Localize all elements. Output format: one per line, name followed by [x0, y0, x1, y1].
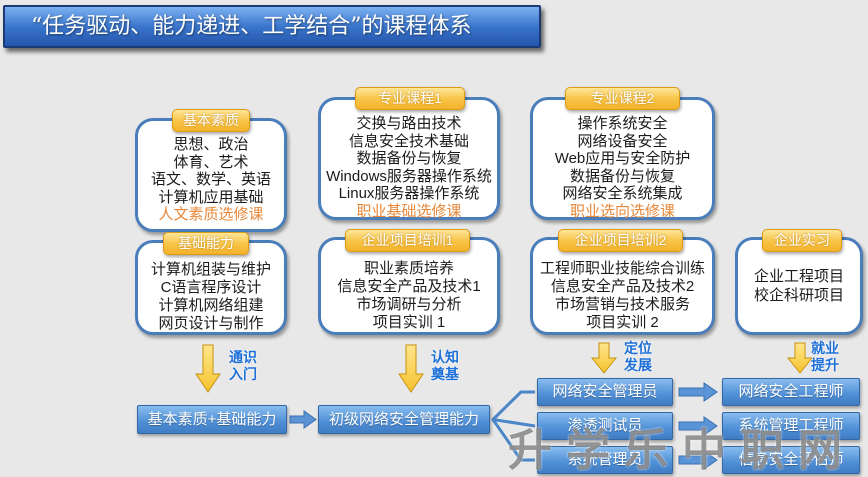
course-item: 校企科研项目 [753, 287, 844, 304]
course-list: 计算机组装与维护 C语言程序设计 计算机网络组建 网页设计与制作 [138, 261, 284, 333]
flow-box-junior: 初级网络安全管理能力 [318, 405, 490, 434]
flow-box-role: 渗透测试员 [537, 412, 673, 440]
course-item: 思想、政治 [173, 136, 249, 153]
down-arrow-icon [195, 344, 221, 393]
course-item: 网页设计与制作 [158, 315, 264, 332]
course-item: 体育、艺术 [173, 153, 249, 171]
course-list: 职业素质培养 信息安全产品及技术1 市场调研与分析 项目实训 1 [321, 260, 497, 332]
elective-course: 职业基础选修课 [356, 202, 462, 220]
stage-label-line: 定位 [624, 340, 652, 356]
course-item: 计算机组装与维护 [150, 261, 271, 278]
flow-box-advanced-role: 信息安全评估师 [722, 446, 860, 474]
course-item: 信息安全产品及技术1 [337, 278, 481, 295]
course-list: 企业工程项目 校企科研项目 [738, 267, 860, 305]
watermark: 升学乐中职网 [508, 426, 856, 475]
module-tag-basic-ability: 基础能力 [163, 232, 249, 255]
flow-box-advanced-role: 网络安全工程师 [722, 378, 860, 406]
stage-label-line: 发展 [624, 357, 652, 373]
down-arrow-icon [590, 342, 618, 374]
course-item: 网络设备安全 [577, 132, 668, 150]
flow-box-role: 网络安全管理员 [537, 378, 673, 406]
course-item: 职业素质培养 [363, 260, 454, 277]
course-item: 市场调研与分析 [356, 296, 462, 313]
course-item: 企业工程项目 [753, 268, 844, 285]
course-list: 工程师职业技能综合训练 信息安全产品及技术2 市场营销与技术服务 项目实训 2 [533, 260, 712, 332]
stage-label-line: 提升 [811, 357, 839, 373]
course-item: 项目实训 1 [372, 314, 446, 331]
module-card-major-course-2: 操作系统安全 网络设备安全 Web应用与安全防护 数据备份与恢复 网络安全系统集… [530, 97, 715, 220]
module-card-basic-ability: 计算机组装与维护 C语言程序设计 计算机网络组建 网页设计与制作 [135, 240, 287, 335]
module-tag-major-course-1: 专业课程1 [355, 87, 465, 110]
module-tag-basic-quality: 基本素质 [172, 109, 250, 132]
course-item: 项目实训 2 [586, 314, 659, 331]
course-list: 交换与路由技术 信息安全技术基础 数据备份与恢复 Windows服务器操作系统 … [321, 115, 497, 220]
module-card-internship: 企业工程项目 校企科研项目 [735, 237, 863, 335]
module-card-basic-quality: 思想、政治 体育、艺术 语文、数学、英语 计算机应用基础 人文素质选修课 [135, 118, 287, 232]
course-item: Windows服务器操作系统 [326, 167, 492, 185]
module-tag-enterprise-training-2: 企业项目培训2 [558, 229, 683, 252]
stage-label-positioning: 定位 发展 [621, 340, 655, 374]
course-item: 网络安全系统集成 [562, 185, 683, 202]
course-item: 工程师职业技能综合训练 [539, 260, 705, 277]
page-title: “任务驱动、能力递进、工学结合”的课程体系 [3, 5, 541, 48]
flow-box-role: 系统管理员 [537, 446, 673, 474]
flow-box-advanced-role: 系统管理工程师 [722, 412, 860, 440]
course-item: C语言程序设计 [160, 279, 262, 296]
course-item: 操作系统安全 [577, 115, 668, 132]
module-tag-internship: 企业实习 [762, 229, 842, 252]
course-item: Linux服务器操作系统 [338, 185, 480, 202]
course-item: 数据备份与恢复 [356, 150, 462, 167]
stage-label-general: 通识 入门 [226, 349, 260, 383]
stage-label-cognition: 认知 奠基 [428, 349, 462, 383]
course-item: 信息安全产品及技术2 [550, 278, 695, 295]
course-item: 计算机应用基础 [158, 188, 264, 206]
course-item: 交换与路由技术 [356, 115, 462, 132]
down-arrow-icon [398, 344, 424, 393]
course-item: 信息安全技术基础 [348, 132, 469, 150]
flow-box-foundation: 基本素质+基础能力 [137, 405, 287, 434]
elective-course: 人文素质选修课 [158, 206, 264, 223]
elective-course: 职业选向选修课 [569, 202, 675, 220]
right-arrow-icon [289, 410, 317, 429]
stage-label-line: 入门 [229, 366, 257, 382]
course-item: Web应用与安全防护 [554, 150, 691, 167]
module-tag-major-course-2: 专业课程2 [565, 87, 680, 110]
stage-label-line: 奠基 [431, 366, 459, 382]
stage-label-line: 就业 [811, 340, 839, 356]
stage-label-employment: 就业 提升 [808, 340, 842, 374]
module-tag-enterprise-training-1: 企业项目培训1 [345, 229, 470, 252]
right-arrow-icon [678, 382, 718, 402]
module-card-major-course-1: 交换与路由技术 信息安全技术基础 数据备份与恢复 Windows服务器操作系统 … [318, 97, 500, 220]
stage-label-line: 认知 [431, 349, 459, 365]
course-list: 思想、政治 体育、艺术 语文、数学、英语 计算机应用基础 人文素质选修课 [138, 136, 284, 224]
stage-label-line: 通识 [229, 349, 257, 365]
module-card-enterprise-training-2: 工程师职业技能综合训练 信息安全产品及技术2 市场营销与技术服务 项目实训 2 [530, 237, 715, 335]
course-item: 市场营销与技术服务 [554, 296, 690, 313]
course-list: 操作系统安全 网络设备安全 Web应用与安全防护 数据备份与恢复 网络安全系统集… [533, 115, 712, 220]
module-card-enterprise-training-1: 职业素质培养 信息安全产品及技术1 市场调研与分析 项目实训 1 [318, 237, 500, 335]
course-item: 数据备份与恢复 [569, 167, 675, 185]
course-item: 计算机网络组建 [158, 297, 264, 314]
course-item: 语文、数学、英语 [150, 171, 271, 188]
